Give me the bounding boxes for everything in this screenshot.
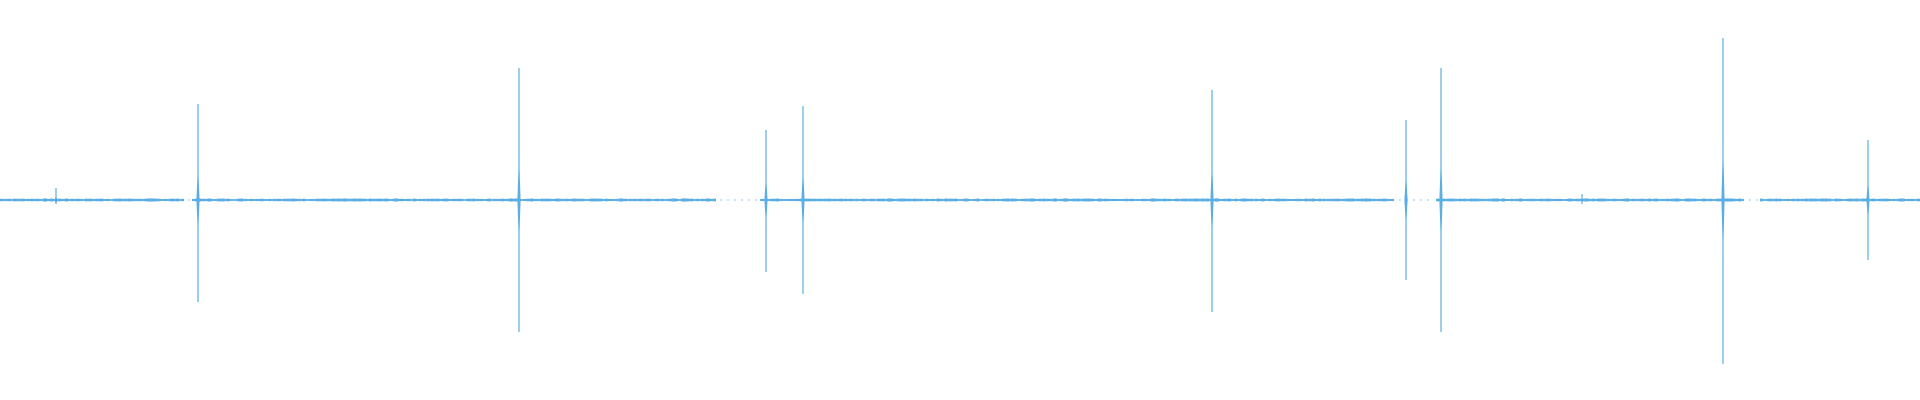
waveform-baseline-segment xyxy=(192,198,716,202)
waveform-spike-core xyxy=(517,153,521,247)
waveform-spike[interactable] xyxy=(1404,120,1408,280)
waveform-baseline-segment xyxy=(1436,198,1744,202)
waveform-spike[interactable] xyxy=(1210,90,1214,312)
waveform-gap-sample xyxy=(741,199,743,201)
waveform-gap-sample xyxy=(727,199,729,201)
waveform-spike-core xyxy=(54,195,58,205)
waveform-gap-sample xyxy=(1749,199,1751,201)
waveform-gap-sample xyxy=(755,199,757,201)
waveform-spike-core xyxy=(1866,179,1870,221)
waveform-gap-sample xyxy=(720,199,722,201)
waveform-spike-core xyxy=(1721,142,1725,258)
waveform-spike[interactable] xyxy=(801,106,805,294)
waveform-spike-layer xyxy=(54,38,1870,364)
waveform-spike[interactable] xyxy=(764,130,768,272)
waveform-gap-sample xyxy=(1399,199,1401,201)
waveform-spike[interactable] xyxy=(1721,38,1725,364)
waveform-spike-core xyxy=(1210,160,1214,240)
waveform-spike[interactable] xyxy=(1439,68,1443,332)
waveform-gap-sample xyxy=(1420,199,1422,201)
waveform-gap-sample xyxy=(1427,199,1429,201)
waveform-baseline-segment xyxy=(760,198,1394,202)
waveform-spike-core xyxy=(1439,153,1443,247)
waveform-spike-core xyxy=(1580,197,1584,203)
waveform-spike-core xyxy=(196,164,200,236)
waveform-baseline-segment xyxy=(0,198,184,202)
waveform-spike[interactable] xyxy=(1580,194,1584,204)
waveform-gap-sample xyxy=(1756,199,1758,201)
waveform-spike[interactable] xyxy=(517,68,521,332)
waveform-gap-sample xyxy=(748,199,750,201)
waveform-baseline-segment xyxy=(1760,198,1920,202)
waveform-gap-sample xyxy=(1413,199,1415,201)
waveform-spike-core xyxy=(764,174,768,226)
waveform-gap-sample xyxy=(188,199,190,201)
waveform-spike[interactable] xyxy=(54,188,58,205)
waveform-spike[interactable] xyxy=(1866,140,1870,260)
waveform-baseline-layer xyxy=(0,198,1920,202)
waveform-gap-sample xyxy=(734,199,736,201)
waveform-spike[interactable] xyxy=(196,104,200,302)
waveform-spike-core xyxy=(1404,172,1408,228)
waveform-spike-core xyxy=(801,167,805,233)
